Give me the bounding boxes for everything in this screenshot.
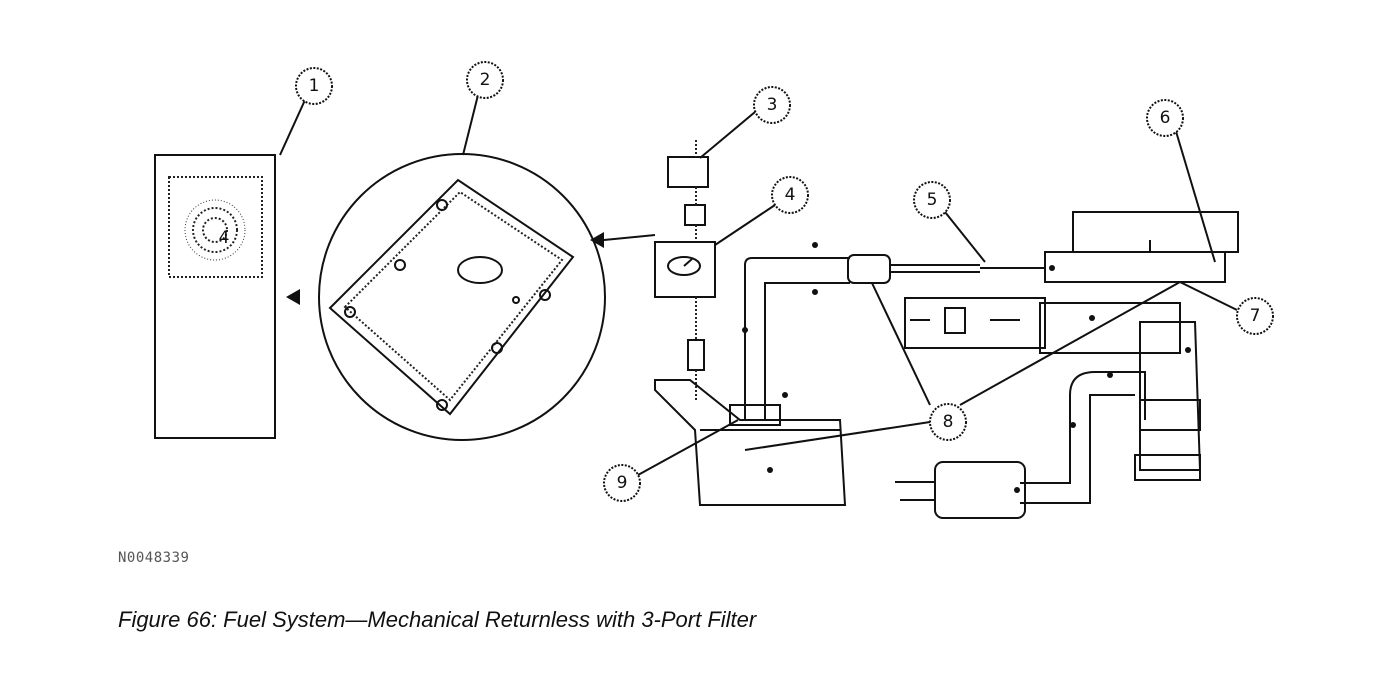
callout-2: 2 bbox=[466, 61, 504, 99]
callout-3: 3 bbox=[753, 86, 791, 124]
figure-caption: Figure 66: Fuel System—Mechanical Return… bbox=[118, 607, 757, 632]
svg-text:4: 4 bbox=[219, 228, 230, 248]
flow-arrow-1-2 bbox=[286, 289, 300, 305]
callout-5: 5 bbox=[913, 181, 951, 219]
component-4-regulator bbox=[654, 241, 716, 400]
callout-3-label: 3 bbox=[767, 95, 778, 115]
callout-1-label: 1 bbox=[309, 76, 320, 96]
fuel-lines bbox=[744, 254, 1045, 420]
callout-5-label: 5 bbox=[927, 190, 938, 210]
callout-6-label: 6 bbox=[1160, 108, 1171, 128]
callout-1: 1 bbox=[295, 67, 333, 105]
callout-4: 4 bbox=[771, 176, 809, 214]
callout-8: 8 bbox=[929, 403, 967, 441]
component-8-filter bbox=[895, 371, 1146, 519]
callout-4-label: 4 bbox=[785, 185, 796, 205]
leader-lines bbox=[279, 94, 1238, 476]
callout-8-label: 8 bbox=[943, 412, 954, 432]
callout-2-label: 2 bbox=[480, 70, 491, 90]
component-3-valve bbox=[667, 140, 709, 242]
callout-7-label: 7 bbox=[1250, 306, 1261, 326]
image-id-tag: N0048339 bbox=[118, 550, 190, 566]
callout-9: 9 bbox=[603, 464, 641, 502]
callout-9-label: 9 bbox=[617, 473, 628, 493]
flow-markers bbox=[742, 242, 1191, 493]
flow-arrow-2-4 bbox=[590, 232, 604, 248]
component-fuel-rail bbox=[904, 211, 1239, 481]
component-1-panel: 4 bbox=[154, 154, 276, 439]
callout-7: 7 bbox=[1236, 297, 1274, 335]
component-2-tank-detail bbox=[318, 153, 606, 441]
callout-6: 6 bbox=[1146, 99, 1184, 137]
component-9-sump bbox=[654, 379, 847, 506]
